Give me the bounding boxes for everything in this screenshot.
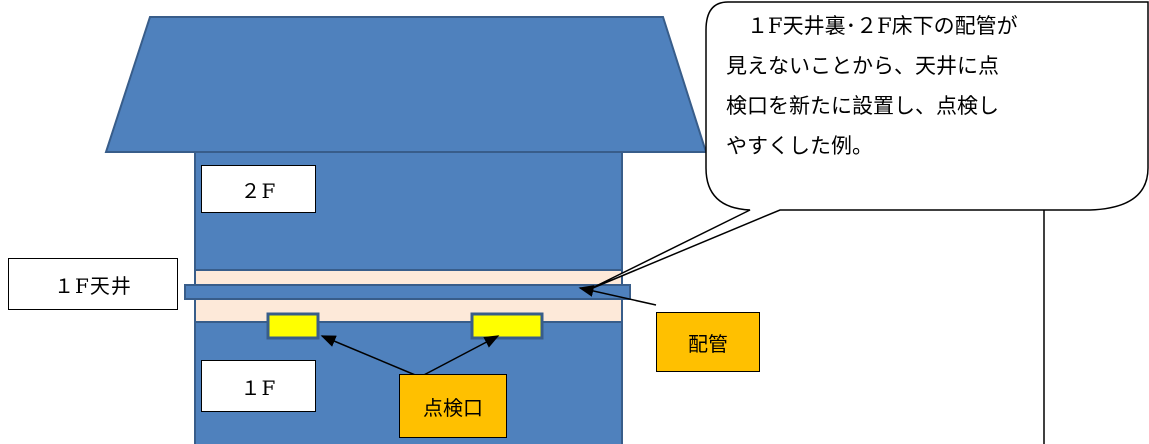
port-arrow-left [320,335,421,378]
pipe-arrow [578,285,657,306]
floor1-label: １F [201,360,316,412]
inspection-port-tag: 点検口 [399,374,507,438]
inspection-port-left [266,312,320,340]
inspection-port-right [470,312,544,340]
roof [104,16,708,153]
pipe [184,284,631,300]
callout-text: １F天井裏･２F床下の配管が 見えないことから、天井に点 検口を新たに設置し、点… [726,14,1018,158]
callout-bubble [587,1,1149,291]
floor2-label: ２F [201,165,316,213]
pipe-tag: 配管 [656,312,760,372]
port-arrow-right [419,335,500,378]
ceiling1-label: １F天井 [8,258,178,310]
